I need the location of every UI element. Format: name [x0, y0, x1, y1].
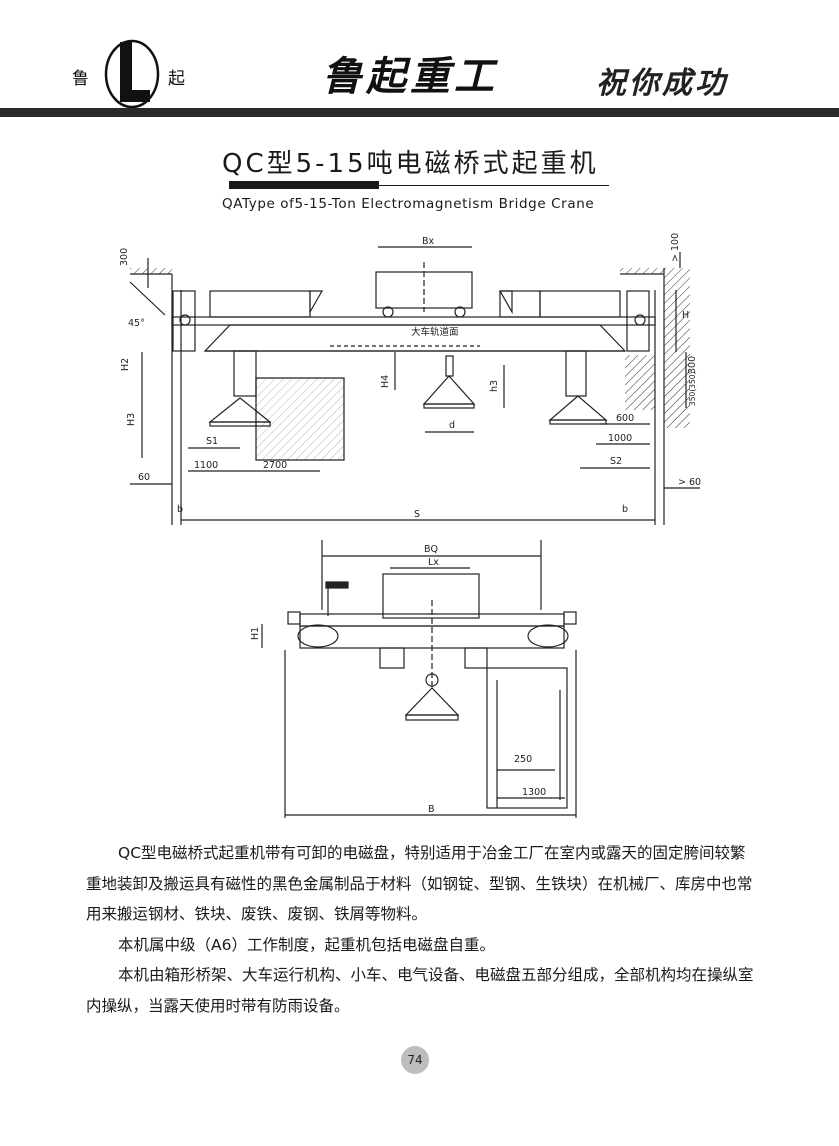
- label-2700: 2700: [263, 460, 287, 471]
- elevation-labels: Bx 大车轨道面 d S1 1100 2700 60 b S b > 60 S2…: [119, 233, 701, 520]
- label-600: 600: [616, 413, 634, 424]
- label-angle: 45°: [128, 318, 145, 329]
- logo-mark-icon: [104, 39, 160, 108]
- page-title: QC型5-15吨电磁桥式起重机: [222, 149, 599, 179]
- brand-slogan: 祝你成功: [596, 66, 728, 101]
- label-s1: S1: [206, 436, 218, 447]
- label-300-right: 300: [687, 356, 698, 374]
- label-rail: 大车轨道面: [411, 326, 459, 338]
- side-labels: BQ Lx H1 250 1300 B: [250, 544, 546, 815]
- company-logo: 鲁 起: [72, 38, 192, 108]
- elevation-view: [129, 246, 700, 525]
- label-b-right: b: [622, 504, 628, 515]
- label-h: H: [682, 310, 689, 321]
- side-view: [261, 540, 577, 818]
- paragraph-2: 本机属中级（A6）工作制度，起重机包括电磁盘自重。: [118, 935, 495, 954]
- label-300-top: 300: [119, 248, 130, 266]
- label-60-left: 60: [138, 472, 150, 483]
- page-header: 鲁 起 鲁起重工 祝你成功: [0, 0, 839, 120]
- label-lx: Lx: [428, 557, 439, 568]
- brand-name: 鲁起重工: [322, 53, 498, 100]
- label-d: d: [449, 420, 455, 431]
- label-h2: H2: [120, 358, 131, 371]
- label-60-right: > 60: [678, 477, 701, 488]
- label-350: 350(350): [688, 371, 697, 406]
- label-h3-mid: h3: [489, 380, 500, 392]
- logo-left-char: 鲁: [72, 69, 89, 89]
- label-b-left: b: [177, 504, 183, 515]
- paragraph-3: 本机由箱形桥架、大车运行机构、小车、电气设备、电磁盘五部分组成，全部机构均在操纵…: [86, 966, 754, 1015]
- logo-right-char: 起: [168, 69, 185, 89]
- label-bx: Bx: [422, 236, 435, 247]
- label-100: > 100: [670, 233, 681, 262]
- page-number: 74: [401, 1046, 429, 1074]
- label-s: S: [414, 509, 420, 520]
- description: QC型电磁桥式起重机带有可卸的电磁盘，特别适用于冶金工厂在室内或露天的固定胯间较…: [86, 838, 754, 1021]
- label-1300: 1300: [522, 787, 546, 798]
- title-rule: [229, 181, 609, 189]
- crane-drawing: Bx 大车轨道面 d S1 1100 2700 60 b S b > 60 S2…: [119, 233, 701, 818]
- label-250: 250: [514, 754, 532, 765]
- label-1000: 1000: [608, 433, 632, 444]
- paragraph-1: QC型电磁桥式起重机带有可卸的电磁盘，特别适用于冶金工厂在室内或露天的固定胯间较…: [86, 844, 753, 923]
- label-h4: H4: [380, 375, 391, 388]
- header-divider: [0, 108, 839, 117]
- label-b: B: [428, 804, 435, 815]
- label-s2: S2: [610, 456, 622, 467]
- label-bq: BQ: [424, 544, 438, 555]
- label-h3-left: H3: [126, 413, 137, 426]
- page-subtitle: QAType of5-15-Ton Electromagnetism Bridg…: [222, 196, 595, 212]
- label-1100: 1100: [194, 460, 218, 471]
- label-h1: H1: [250, 627, 261, 640]
